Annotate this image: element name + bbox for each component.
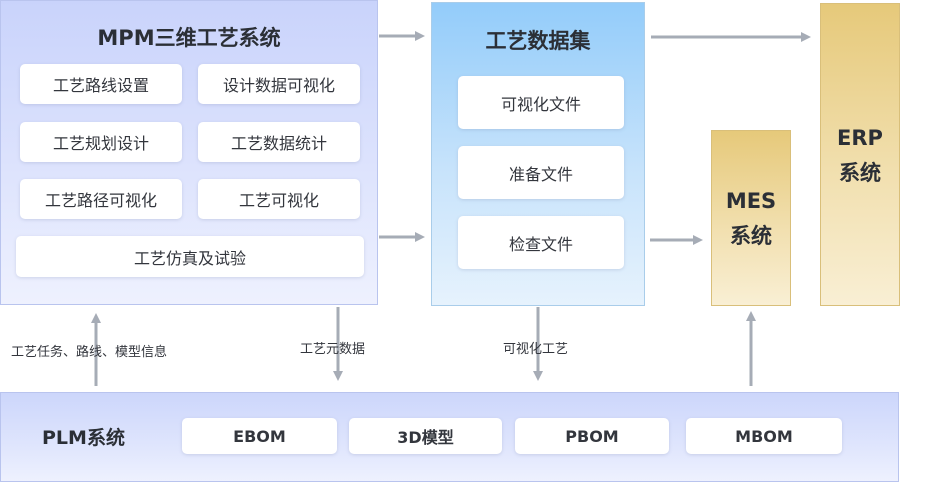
mpm-system-panel: MPM三维工艺系统 工艺路线设置 设计数据可视化 工艺规划设计 工艺数据统计 工…	[0, 0, 378, 305]
plm-system-panel: PLM系统 EBOM 3D模型 PBOM MBOM	[0, 392, 899, 482]
plm-item-3d-model: 3D模型	[349, 418, 502, 454]
plm-item-mbom: MBOM	[686, 418, 842, 454]
dataset-item-prep-file: 准备文件	[458, 146, 624, 199]
mes-system-panel: MES 系统	[711, 130, 791, 306]
mpm-item-route-setting: 工艺路线设置	[20, 64, 182, 104]
plm-item-pbom: PBOM	[515, 418, 669, 454]
mpm-title: MPM三维工艺系统	[97, 26, 281, 50]
mpm-item-path-visualization: 工艺路径可视化	[20, 179, 182, 219]
mpm-item-design-data-visualization: 设计数据可视化	[198, 64, 360, 104]
erp-title-line2: 系统	[839, 161, 881, 185]
dataset-title: 工艺数据集	[485, 29, 591, 53]
mes-title-line2: 系统	[730, 224, 772, 248]
edge-label-mpm-to-plm: 工艺元数据	[300, 342, 366, 357]
edge-label-dataset-to-plm: 可视化工艺	[503, 342, 569, 357]
mpm-item-process-data-statistics: 工艺数据统计	[198, 122, 360, 162]
mes-title-line1: MES	[725, 189, 777, 213]
erp-title-line1: ERP	[837, 126, 883, 150]
dataset-item-visual-file: 可视化文件	[458, 76, 624, 129]
edge-label-plm-to-mpm: 工艺任务、路线、模型信息	[11, 345, 168, 360]
mpm-item-process-planning: 工艺规划设计	[20, 122, 182, 162]
plm-title: PLM系统	[42, 427, 125, 449]
plm-item-ebom: EBOM	[182, 418, 337, 454]
dataset-item-check-file: 检查文件	[458, 216, 624, 269]
erp-system-panel: ERP 系统	[820, 3, 900, 306]
mpm-item-process-visualization: 工艺可视化	[198, 179, 360, 219]
process-dataset-panel: 工艺数据集 可视化文件 准备文件 检查文件	[431, 2, 645, 306]
mpm-item-simulation-testing: 工艺仿真及试验	[16, 236, 364, 277]
